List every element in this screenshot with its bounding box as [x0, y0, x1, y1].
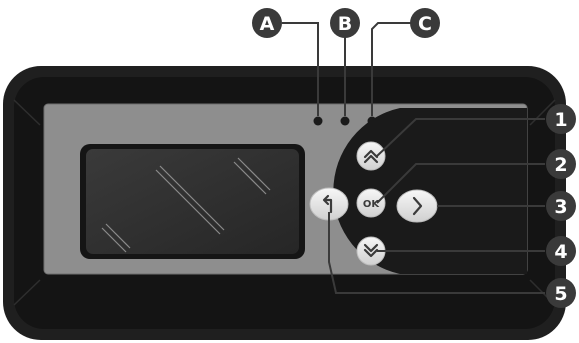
callout-2: 2 — [546, 149, 576, 179]
svg-text:B: B — [338, 13, 352, 35]
svg-text:5: 5 — [554, 283, 567, 305]
callout-a: A — [252, 8, 282, 38]
ok-button-label: OK — [363, 199, 381, 210]
down-button[interactable] — [356, 236, 386, 266]
led-b — [340, 116, 350, 126]
svg-text:A: A — [260, 13, 275, 35]
callout-c: C — [410, 8, 440, 38]
svg-text:C: C — [418, 13, 432, 35]
svg-text:1: 1 — [554, 109, 567, 131]
callout-3: 3 — [546, 191, 576, 221]
callout-4: 4 — [546, 236, 576, 266]
callout-5: 5 — [546, 278, 576, 308]
right-button[interactable] — [396, 189, 438, 223]
back-button[interactable] — [309, 187, 349, 221]
lcd-screen — [80, 144, 305, 259]
callout-1: 1 — [546, 104, 576, 134]
double-chevron-up-icon — [363, 149, 379, 164]
up-button[interactable] — [356, 141, 386, 171]
svg-text:3: 3 — [554, 196, 567, 218]
svg-text:2: 2 — [554, 154, 567, 176]
svg-text:4: 4 — [554, 241, 567, 263]
chevron-right-icon — [412, 196, 423, 216]
ok-button[interactable]: OK — [356, 188, 386, 218]
double-chevron-down-icon — [363, 243, 379, 258]
led-a — [313, 116, 323, 126]
return-arrow-icon — [322, 194, 333, 214]
callout-b: B — [330, 8, 360, 38]
